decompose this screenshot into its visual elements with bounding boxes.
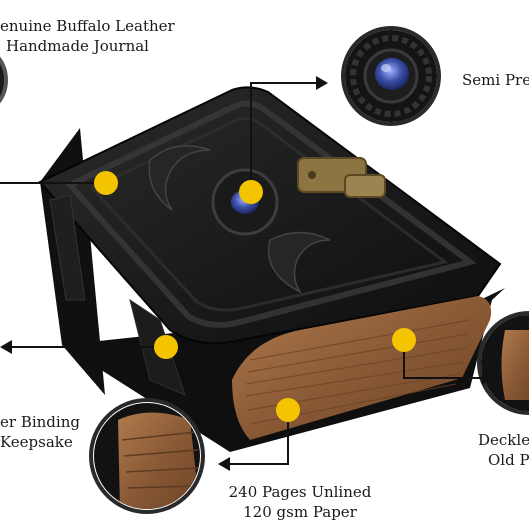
marker-leather [94,171,118,195]
arrowhead-pages [218,457,230,471]
detail-circle-deckle [477,311,529,415]
callout-arrowheads [0,76,494,471]
label-deckle-line1: Deckle [478,431,529,449]
label-leather-line2: Handmade Journal [6,37,149,55]
label-deckle: Deckle Old Pa [478,430,529,470]
callout-lines [0,82,482,465]
marker-stone [239,180,263,204]
label-stone-line1: Semi Prec [462,71,529,89]
label-pages: 240 Pages Unlined 120 gsm Paper [226,482,374,522]
label-leather: enuine Buffalo Leather Handmade Journal [0,16,175,56]
arrowhead-binding [0,340,12,354]
marker-deckle [392,328,416,352]
label-pages-line2: 120 gsm Paper [243,503,357,521]
marker-binding [154,335,178,359]
detail-circle-left [0,56,8,104]
marker-pages [276,398,300,422]
label-binding: er Binding Keepsake [0,412,80,452]
label-binding-line1: er Binding [0,413,80,431]
markers [94,171,416,422]
label-stone: Semi Prec [462,70,529,90]
label-leather-line1: enuine Buffalo Leather [0,17,175,35]
label-pages-line1: 240 Pages Unlined [228,483,372,501]
label-binding-line2: Keepsake [0,433,73,451]
journal [38,86,505,452]
label-deckle-line2: Old Pa [488,451,529,469]
arrowhead-stone [316,76,328,90]
detail-circle-pages [89,398,205,514]
detail-circle-stone [341,26,441,126]
arrowhead-deckle [482,371,494,385]
